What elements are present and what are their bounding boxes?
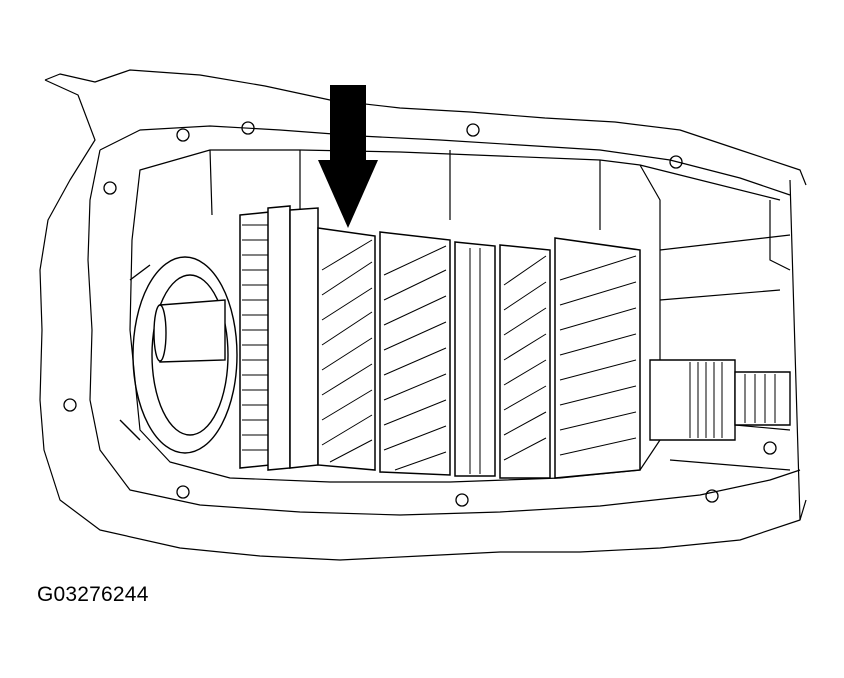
bolt-hole <box>466 123 480 137</box>
transmission-diagram <box>39 69 807 561</box>
input-shaft <box>153 299 226 363</box>
bolt-hole <box>103 181 117 195</box>
bolt-hole <box>669 155 683 169</box>
hub-ring <box>289 207 319 469</box>
bearing-housing <box>119 256 238 454</box>
gear <box>554 237 641 479</box>
output-shaft <box>649 359 791 441</box>
bolt-hole <box>63 398 77 412</box>
synchronizer-ring <box>239 211 271 469</box>
bolt-hole <box>705 489 719 503</box>
bolt-hole <box>176 128 190 142</box>
synchronizer-sleeve <box>454 241 496 477</box>
bolt-hole <box>455 493 469 507</box>
gear <box>317 227 376 471</box>
bolt-hole <box>241 121 255 135</box>
bolt-hole <box>176 485 190 499</box>
gear <box>499 244 551 479</box>
figure-caption: G03276244 <box>37 583 149 606</box>
bolt-holes <box>63 121 777 507</box>
gear-stack <box>239 205 641 479</box>
hub-ring <box>267 205 291 471</box>
bolt-hole <box>763 441 777 455</box>
gear <box>379 231 451 476</box>
callout-arrow <box>318 85 378 228</box>
